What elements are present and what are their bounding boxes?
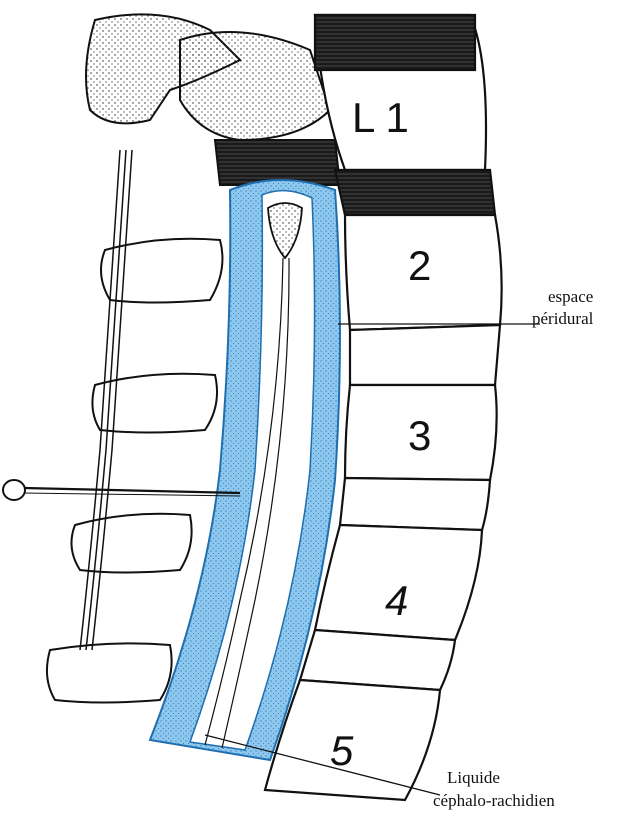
- vertebra-label-3: 3: [408, 412, 431, 459]
- annotation-csf: Liquide céphalo-rachidien: [433, 768, 555, 810]
- annotation-csf-line2: céphalo-rachidien: [433, 791, 555, 810]
- annotation-csf-line1: Liquide: [447, 768, 500, 787]
- annotation-epidural-line2: péridural: [532, 309, 594, 328]
- disc-3-4: [340, 478, 490, 530]
- vertebra-label-4: 4: [385, 577, 408, 624]
- disc-2-3: [350, 325, 500, 385]
- vertebra-label-L1: L 1: [352, 94, 409, 141]
- annotation-epidural-space: espace péridural: [532, 287, 594, 328]
- annotation-epidural-line1: espace: [548, 287, 593, 306]
- needle: [3, 480, 240, 500]
- vertebra-label-2: 2: [408, 242, 431, 289]
- lamina-5: [47, 643, 172, 702]
- vertebra-label-5: 5: [330, 727, 354, 774]
- disc-L1-L2: [335, 170, 495, 215]
